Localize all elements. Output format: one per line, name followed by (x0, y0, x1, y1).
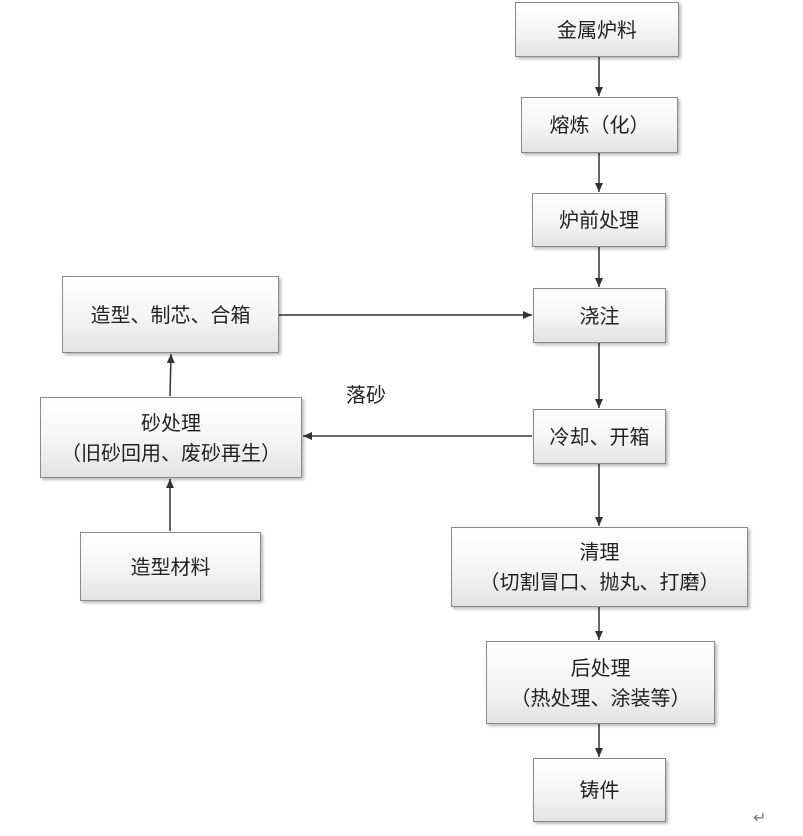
node-cooling-label: 冷却、开箱 (549, 424, 650, 449)
node-sand-processing: 砂处理 （旧砂回用、废砂再生） (40, 397, 302, 478)
node-casting-label: 铸件 (579, 778, 620, 802)
node-cleaning-detail: （切割冒口、抛丸、打磨） (479, 570, 720, 594)
node-casting: 铸件 (533, 758, 666, 822)
node-molding: 造型、制芯、合箱 (62, 276, 279, 353)
edge-label-shakeout: 落砂 (346, 383, 386, 407)
node-metal-charge-label: 金属炉料 (557, 17, 637, 42)
node-cleaning: 清理 （切割冒口、抛丸、打磨） (451, 527, 748, 607)
node-pre-furnace-label: 炉前处理 (559, 208, 639, 232)
node-cleaning-title: 清理 (579, 540, 620, 564)
node-pouring: 浇注 (533, 288, 666, 343)
node-molding-material: 造型材料 (80, 532, 261, 601)
node-melting: 熔炼（化） (521, 97, 678, 153)
node-molding-label: 造型、制芯、合箱 (90, 302, 251, 327)
node-metal-charge: 金属炉料 (515, 2, 679, 57)
node-molding-material-label: 造型材料 (130, 554, 211, 579)
node-sand-processing-title: 砂处理 (141, 410, 201, 435)
node-post-processing-detail: （热处理、涂装等） (510, 685, 691, 710)
node-melting-label: 熔炼（化） (549, 113, 650, 137)
node-cooling: 冷却、开箱 (533, 409, 666, 464)
node-post-processing-title: 后处理 (570, 655, 631, 680)
paragraph-return-mark: ↵ (753, 808, 767, 827)
node-sand-processing-detail: （旧砂回用、废砂再生） (61, 440, 281, 465)
arrow-sand-processing-to-molding (166, 353, 175, 397)
node-post-processing: 后处理 （热处理、涂装等） (486, 641, 715, 724)
node-pre-furnace: 炉前处理 (532, 193, 666, 247)
node-pouring-label: 浇注 (579, 303, 620, 328)
